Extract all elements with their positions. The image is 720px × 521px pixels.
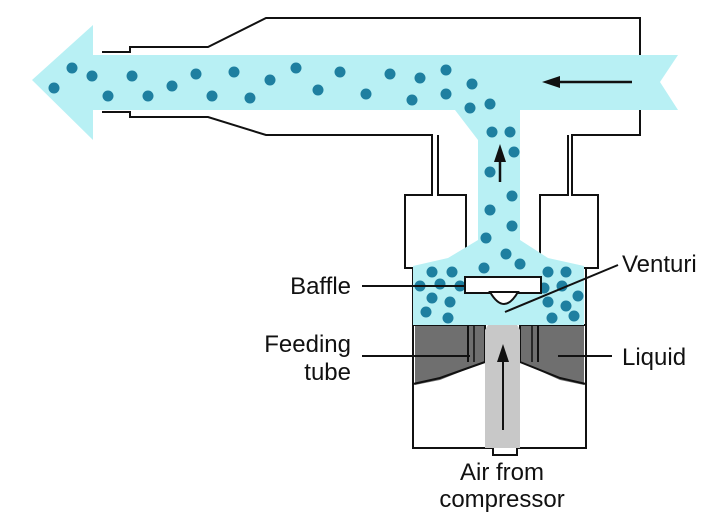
droplet <box>126 70 138 82</box>
feeding-tube-label-line1: Feeding <box>264 331 351 358</box>
droplet <box>440 64 452 76</box>
droplet <box>484 166 496 178</box>
liquid-label: Liquid <box>622 344 686 371</box>
droplet <box>48 82 60 94</box>
droplet <box>572 290 584 302</box>
droplet <box>442 312 454 324</box>
droplet <box>480 232 492 244</box>
droplet <box>334 66 346 78</box>
droplet <box>166 80 178 92</box>
droplet <box>406 94 418 106</box>
droplet <box>440 88 452 100</box>
droplet <box>102 90 114 102</box>
droplet <box>568 310 580 322</box>
air-flow-arrowhead <box>497 344 509 362</box>
air-jet <box>485 300 520 448</box>
droplet <box>466 78 478 90</box>
droplet <box>506 220 518 232</box>
droplet <box>206 90 218 102</box>
baffle-label: Baffle <box>290 273 351 300</box>
droplet <box>384 68 396 80</box>
droplet <box>86 70 98 82</box>
droplet <box>444 296 456 308</box>
droplet <box>426 292 438 304</box>
droplet <box>504 126 516 138</box>
droplet <box>546 312 558 324</box>
droplet <box>484 204 496 216</box>
droplet <box>560 300 572 312</box>
leader-lines <box>362 264 619 357</box>
droplet <box>464 102 476 114</box>
aerosol-stream <box>32 25 678 325</box>
droplet <box>478 262 490 274</box>
droplet <box>506 190 518 202</box>
connector-outline <box>102 17 641 269</box>
droplet <box>560 266 572 278</box>
droplet <box>66 62 78 74</box>
upflow-arrowhead <box>494 144 506 162</box>
feeding-tube-label-line2: tube <box>304 359 351 386</box>
cup-outline <box>412 268 587 456</box>
droplet <box>426 266 438 278</box>
droplet <box>500 248 512 260</box>
droplet <box>360 88 372 100</box>
droplet <box>484 98 496 110</box>
droplet <box>244 92 256 104</box>
droplet <box>142 90 154 102</box>
droplet <box>486 126 498 138</box>
droplets <box>48 62 584 324</box>
labels: Baffle Venturi Feeding tube Liquid Air f… <box>264 251 696 513</box>
droplet <box>446 266 458 278</box>
droplet <box>420 306 432 318</box>
air-source-label-line2: compressor <box>439 486 564 513</box>
venturi-label: Venturi <box>622 251 697 278</box>
droplet <box>414 72 426 84</box>
inlet-arrowhead <box>542 76 560 88</box>
aerosol-flow-region <box>32 25 678 325</box>
flow-arrows <box>494 76 632 182</box>
droplet <box>312 84 324 96</box>
air-source-label-line1: Air from <box>460 459 544 486</box>
droplet <box>542 296 554 308</box>
baffle-plate <box>464 276 542 294</box>
droplet <box>290 62 302 74</box>
baffle-bead <box>488 291 520 305</box>
droplet <box>514 258 526 270</box>
droplet <box>434 278 446 290</box>
droplet <box>542 266 554 278</box>
droplet <box>228 66 240 78</box>
venturi-leader <box>504 264 619 313</box>
liquid-reservoir-right <box>520 325 584 385</box>
droplet <box>508 146 520 158</box>
connector-body <box>102 17 641 269</box>
droplet <box>264 74 276 86</box>
droplet <box>190 68 202 80</box>
